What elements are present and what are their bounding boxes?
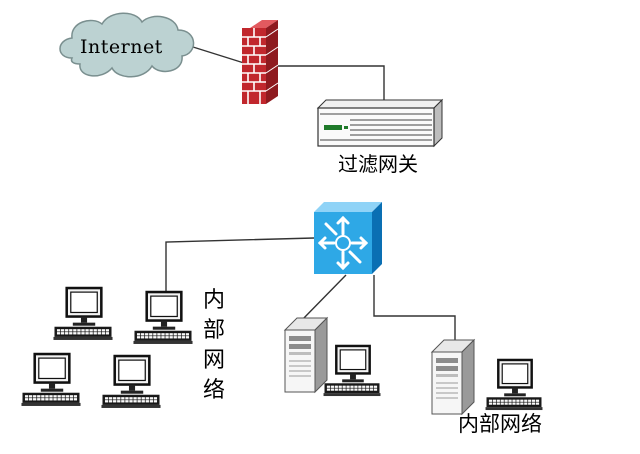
link-internet-firewall <box>192 46 245 64</box>
link-switch-server-1 <box>299 274 347 323</box>
firewall-brick-icon <box>242 20 279 104</box>
gateway-appliance-icon <box>316 98 444 148</box>
desktop-computer-icon <box>322 344 382 398</box>
link-switch-workstations <box>165 237 315 293</box>
internal-network-vertical-label: 内部网络 <box>202 288 225 403</box>
internal-network-label: 内部网络 <box>458 412 542 436</box>
gateway-label: 过滤网关 <box>338 152 418 176</box>
link-switch-server-2 <box>373 275 456 344</box>
tower-server-icon <box>284 317 328 393</box>
desktop-computer-icon <box>20 352 82 408</box>
desktop-computer-icon <box>484 358 544 412</box>
desktop-computer-icon <box>132 290 194 346</box>
connection-lines <box>165 46 456 344</box>
internet-label: Internet <box>80 36 163 58</box>
desktop-computer-icon <box>100 354 162 410</box>
cloud-icon <box>59 12 195 78</box>
network-switch-icon <box>314 202 382 274</box>
server-group <box>284 317 475 415</box>
link-firewall-gateway <box>276 65 385 100</box>
desktop-computer-icon <box>52 286 114 342</box>
tower-server-icon <box>431 339 475 415</box>
